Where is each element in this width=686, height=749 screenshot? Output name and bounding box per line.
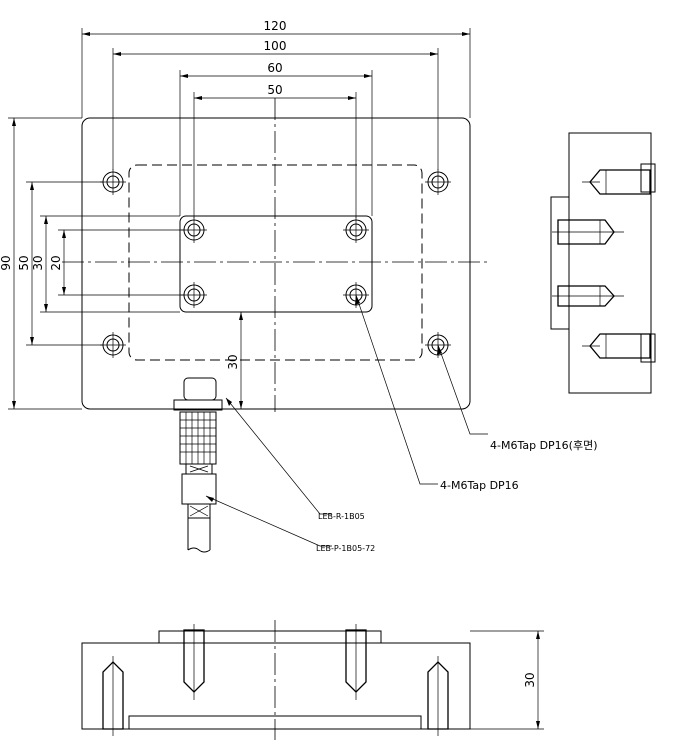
dim-90: 90 (0, 255, 13, 270)
connector-plug-callout: LEB-P-1B05-72 (316, 544, 375, 553)
dim-30-front: 30 (523, 672, 537, 687)
rear-tap-callout: 4-M6Tap DP16(후면) (490, 439, 598, 452)
connector-receptacle-callout: LEB-R-1B05 (318, 512, 365, 521)
corner-holes (102, 171, 449, 356)
front-view: 30 (81, 620, 544, 740)
dim-50-vertical: 50 (17, 255, 31, 270)
inner-plate-outline (179, 215, 373, 313)
dim-20-vertical: 20 (49, 255, 63, 270)
connector (173, 377, 223, 553)
left-dimensions (8, 117, 184, 410)
dim-60: 60 (267, 61, 282, 75)
top-view: 120 100 60 50 90 50 30 20 (0, 19, 598, 553)
top-dimensions (81, 28, 471, 218)
dim-30-vertical: 30 (31, 255, 45, 270)
front-tap-callout: 4-M6Tap DP16 (440, 479, 519, 492)
dim-120: 120 (264, 19, 287, 33)
leader-lines (205, 294, 488, 547)
recess-outline (128, 164, 423, 361)
plate-outline (81, 117, 471, 410)
dim-100: 100 (264, 39, 287, 53)
dim-30-inner: 30 (226, 354, 240, 369)
dim-50: 50 (267, 83, 282, 97)
side-view (550, 132, 656, 394)
